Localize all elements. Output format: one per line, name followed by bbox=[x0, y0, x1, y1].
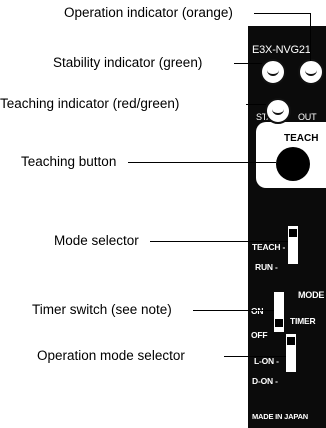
leader-mode-selector bbox=[150, 241, 288, 242]
timer-switch-knob bbox=[275, 319, 283, 327]
teaching-indicator-led bbox=[265, 98, 291, 124]
mode-selector-switch[interactable] bbox=[288, 226, 298, 264]
leader-teaching-button bbox=[128, 162, 276, 163]
timer-off-label: OFF bbox=[251, 330, 268, 340]
leader-stability bbox=[234, 63, 262, 64]
leader-teaching-indicator bbox=[246, 104, 266, 105]
mode-selector-knob bbox=[289, 229, 297, 237]
operation-mode-switch[interactable] bbox=[286, 334, 296, 372]
timer-switch[interactable] bbox=[274, 292, 284, 332]
leader-operation-mode bbox=[224, 356, 286, 357]
out-label: OUT bbox=[298, 112, 317, 122]
callout-teaching-button: Teaching button bbox=[21, 154, 117, 169]
mode-label: MODE bbox=[298, 290, 325, 300]
teaching-button[interactable] bbox=[276, 147, 310, 181]
mode-run-label: RUN - bbox=[255, 262, 278, 272]
lon-label: L-ON - bbox=[254, 356, 279, 366]
model-label: E3X-NVG21 bbox=[252, 44, 311, 56]
callout-operation-mode-selector: Operation mode selector bbox=[37, 348, 185, 363]
leader-operation-h bbox=[254, 13, 311, 14]
leader-timer-switch bbox=[193, 310, 274, 311]
callout-teaching-indicator: Teaching indicator (red/green) bbox=[0, 96, 180, 111]
callout-mode-selector: Mode selector bbox=[54, 233, 139, 248]
operation-indicator-led bbox=[298, 59, 324, 85]
mode-teach-label: TEACH - bbox=[252, 242, 286, 252]
timer-label: TIMER bbox=[290, 316, 316, 326]
teach-label: TEACH bbox=[284, 133, 319, 144]
don-label: D-ON - bbox=[252, 376, 278, 386]
callout-timer-switch: Timer switch (see note) bbox=[32, 302, 172, 317]
made-in-label: MADE IN JAPAN bbox=[252, 412, 309, 421]
leader-operation-v bbox=[310, 13, 311, 61]
callout-operation-indicator: Operation indicator (orange) bbox=[64, 5, 233, 20]
stability-indicator-led bbox=[260, 59, 286, 85]
callout-stability-indicator: Stability indicator (green) bbox=[53, 55, 203, 70]
operation-mode-knob bbox=[287, 337, 295, 345]
amplifier-panel: E3X-NVG21 STAB OUT MODE TEACH - RUN - ON… bbox=[248, 26, 326, 428]
timer-on-label: ON bbox=[251, 306, 264, 316]
